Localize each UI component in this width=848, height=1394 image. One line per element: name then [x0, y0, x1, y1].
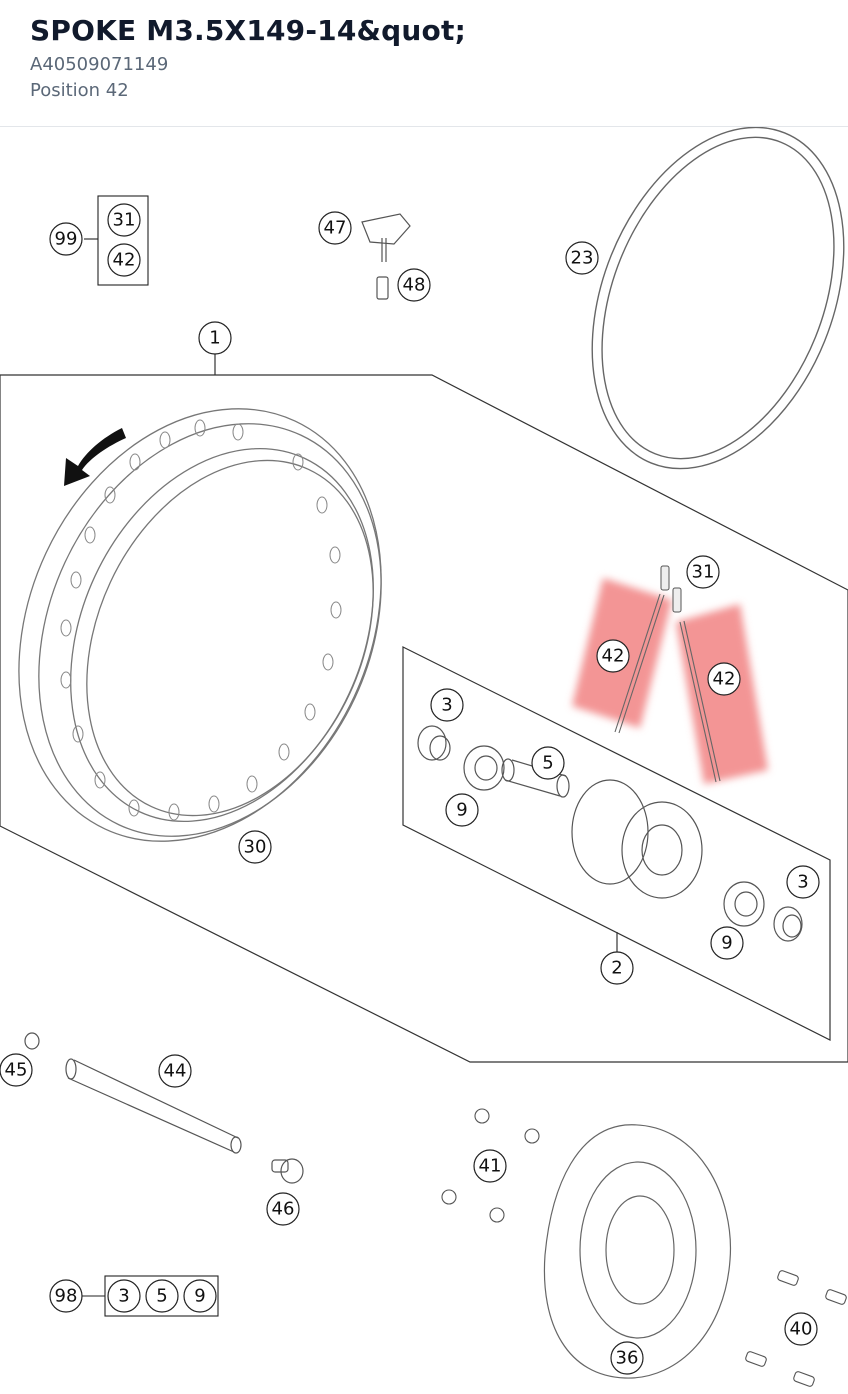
callout-2[interactable]: 2	[611, 958, 622, 979]
callout-23[interactable]: 23	[571, 248, 594, 269]
callout-3[interactable]: 3	[441, 695, 452, 716]
diagram-canvas: 1 2 3 3 5 9 9 23 30 31 36 40 41 42 42 44…	[0, 126, 848, 1387]
callout-99[interactable]: 99	[55, 229, 78, 250]
callout-9[interactable]: 9	[721, 933, 732, 954]
callout-31[interactable]: 31	[692, 562, 715, 583]
brake-disc	[543, 1124, 732, 1379]
callout-40[interactable]: 40	[790, 1319, 813, 1340]
callout-30[interactable]: 30	[244, 837, 267, 858]
callout-3[interactable]: 3	[797, 872, 808, 893]
callout-5[interactable]: 5	[542, 753, 553, 774]
valve-parts	[361, 213, 411, 300]
callout-98-3[interactable]: 3	[118, 1286, 129, 1307]
callout-42[interactable]: 42	[602, 646, 625, 667]
part-header: SPOKE M3.5X149-14&quot; A40509071149 Pos…	[0, 0, 848, 127]
wheel-assembly-outline	[0, 352, 848, 1063]
exploded-parts-diagram: 1 2 3 3 5 9 9 23 30 31 36 40 41 42 42 44…	[0, 126, 848, 1390]
rim	[18, 408, 382, 842]
spokes	[614, 593, 721, 783]
disc-nuts-and-bolts	[441, 1108, 847, 1387]
axle-parts	[24, 1032, 304, 1184]
hub-parts	[417, 725, 803, 942]
callouts	[0, 203, 820, 1375]
callout-42[interactable]: 42	[713, 669, 736, 690]
callout-98-5[interactable]: 5	[156, 1286, 167, 1307]
callout-44[interactable]: 44	[164, 1061, 187, 1082]
callout-47[interactable]: 47	[324, 218, 347, 239]
callout-1[interactable]: 1	[209, 328, 220, 349]
rotation-direction-arrow-icon	[64, 428, 126, 486]
callout-99-31[interactable]: 31	[113, 210, 136, 231]
part-number: A40509071149	[30, 54, 169, 75]
hub-assembly-outline	[402, 646, 831, 1041]
callout-48[interactable]: 48	[403, 275, 426, 296]
part-title: SPOKE M3.5X149-14&quot;	[30, 14, 466, 47]
rim-spoke-holes	[60, 419, 342, 821]
spoke-nipples	[660, 565, 682, 613]
part-position: Position 42	[30, 80, 129, 101]
rim-tape	[591, 126, 845, 470]
kit-boxes	[82, 195, 219, 1317]
callout-45[interactable]: 45	[5, 1060, 28, 1081]
callout-46[interactable]: 46	[272, 1199, 295, 1220]
callout-9[interactable]: 9	[456, 800, 467, 821]
callout-98[interactable]: 98	[55, 1286, 78, 1307]
callout-99-42[interactable]: 42	[113, 250, 136, 271]
callout-36[interactable]: 36	[616, 1348, 639, 1369]
callout-98-9[interactable]: 9	[194, 1286, 205, 1307]
callout-41[interactable]: 41	[479, 1156, 502, 1177]
